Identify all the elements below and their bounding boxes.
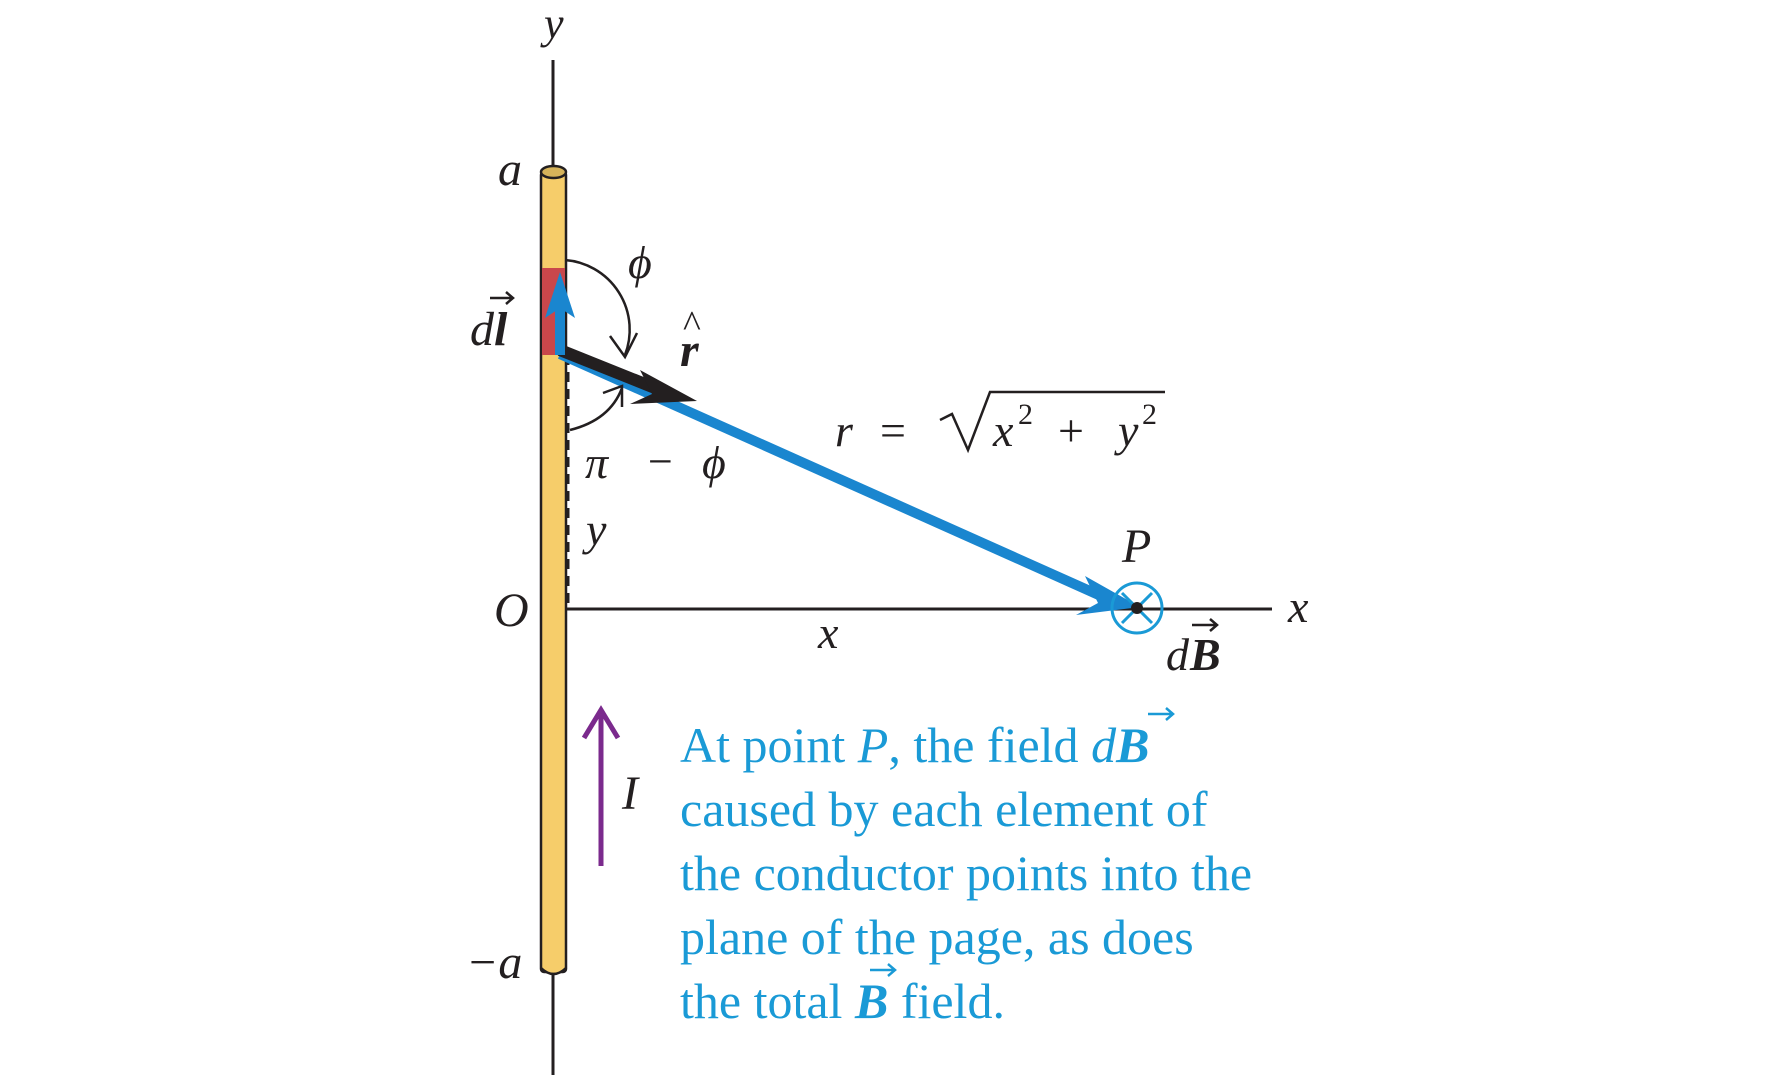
top-end-label: a (498, 143, 522, 196)
r-eq-lhs: r (835, 405, 854, 456)
y-segment-label: y (582, 504, 607, 555)
pi-minus-phi-arc (569, 387, 624, 432)
caption-line-1: At point P, the field dB (680, 717, 1149, 773)
dB-label-d: d (1166, 629, 1190, 680)
dl-label-d: d (470, 303, 495, 356)
conductor-top-cap (539, 164, 568, 180)
phi-arc (564, 258, 631, 356)
current-arrow-head (581, 705, 621, 740)
r-vector-head (1076, 576, 1140, 615)
y-axis-label: y (540, 0, 564, 48)
conductor-bottom-cap (540, 967, 567, 976)
into-page-circle (1110, 581, 1164, 635)
sqrt-sign (939, 390, 1165, 454)
r-hat-head (630, 370, 697, 404)
phi-arc-head (608, 332, 639, 360)
point-P-label: P (1121, 520, 1151, 573)
dB-label-arrow (1192, 618, 1219, 632)
r-eq-x-exp: 2 (1018, 398, 1033, 431)
r-eq-x: x (992, 405, 1014, 456)
r-eq-y: y (1114, 405, 1139, 456)
pi-minus-phi-phi: ϕ (702, 437, 726, 488)
caption-B-arrow (870, 963, 897, 977)
caption-line-3: the conductor points into the (680, 845, 1252, 901)
point-P-dot (1131, 602, 1143, 614)
origin-label: O (494, 584, 529, 637)
r-eq-plus: + (1058, 405, 1084, 456)
dl-label-l: l (494, 303, 508, 356)
dl-vector-head (545, 272, 575, 318)
pi-minus-phi-pi: π (585, 437, 610, 488)
r-equation: r = x 2 + y 2 (835, 390, 1165, 456)
caption: At point P, the field dB caused by each … (680, 707, 1252, 1029)
caption-line-4: plane of the page, as does (680, 909, 1194, 965)
pi-minus-phi-arc-head (602, 384, 624, 407)
dB-label-B: B (1189, 629, 1221, 680)
pi-minus-phi-minus: − (648, 437, 673, 486)
caption-dB-arrow (1148, 707, 1175, 721)
dl-label-arrow (490, 291, 515, 305)
caption-line-5: the total B field. (680, 973, 1005, 1029)
x-axis-label: x (1287, 581, 1309, 632)
r-hat-vector (557, 344, 663, 396)
r-hat-caret: ^ (683, 304, 701, 346)
x-segment-label: x (817, 607, 839, 658)
r-eq-equals: = (880, 405, 906, 456)
r-eq-y-exp: 2 (1142, 398, 1157, 431)
caption-line-2: caused by each element of (680, 781, 1208, 837)
bottom-end-label: −a (466, 936, 522, 989)
phi-label: ϕ (628, 237, 652, 288)
current-label: I (621, 767, 640, 820)
r-hat-label: r (680, 324, 700, 377)
